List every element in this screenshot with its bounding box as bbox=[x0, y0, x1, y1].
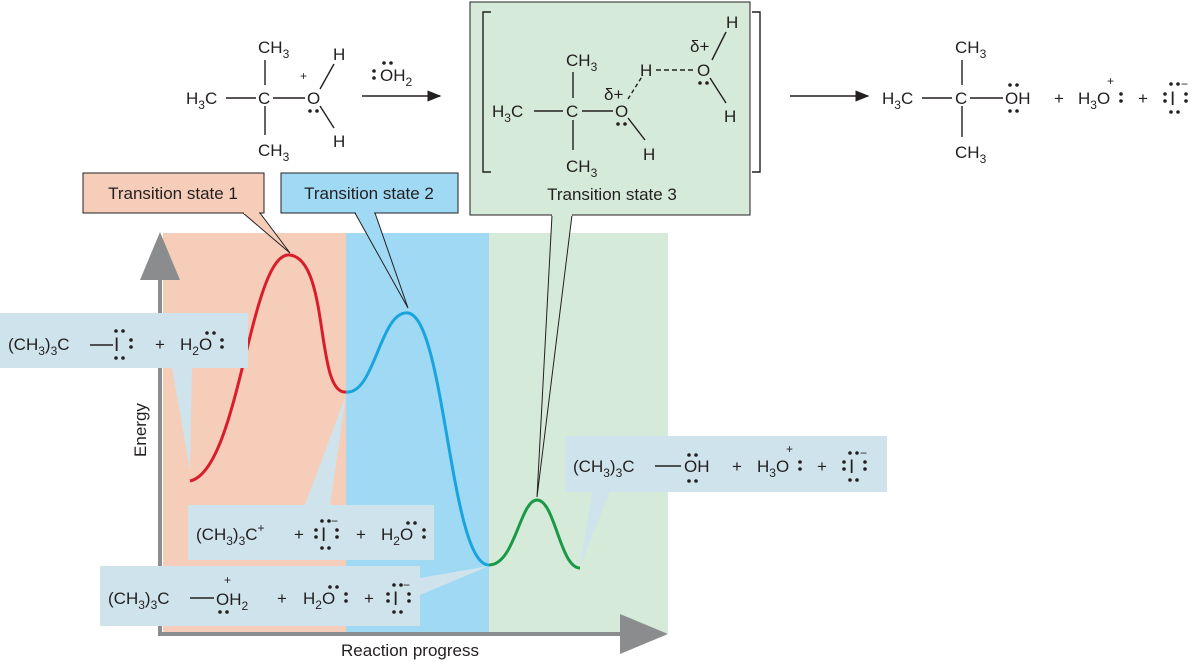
svg-text:δ+: δ+ bbox=[690, 37, 709, 56]
svg-text:+: + bbox=[300, 69, 307, 83]
svg-text:+: + bbox=[224, 573, 231, 587]
svg-text:CH3: CH3 bbox=[955, 143, 987, 166]
svg-text:H3C: H3C bbox=[492, 102, 523, 125]
svg-text:−: − bbox=[331, 514, 338, 528]
svg-text:I: I bbox=[1170, 89, 1175, 110]
scheme-oxonium-ion: CH3 H3C C CH3 + O H H bbox=[186, 38, 345, 164]
svg-text:+: + bbox=[1138, 89, 1148, 108]
oxonium-label: (CH3)3C OH2 + + H2O + I − bbox=[100, 566, 420, 626]
svg-text:H: H bbox=[643, 145, 655, 164]
svg-text:C: C bbox=[955, 89, 967, 108]
svg-text:OH2: OH2 bbox=[380, 66, 413, 89]
curve-step1 bbox=[189, 253, 347, 483]
svg-text:Transition state 1: Transition state 1 bbox=[108, 184, 238, 203]
svg-text:+: + bbox=[356, 525, 366, 544]
scheme-products: CH3 H3C C CH3 OH + H3O + + I − bbox=[882, 38, 1188, 166]
svg-text:H: H bbox=[640, 61, 652, 80]
svg-text:+: + bbox=[786, 442, 793, 456]
y-axis-label: Energy bbox=[131, 403, 150, 457]
svg-text:H: H bbox=[726, 13, 738, 32]
svg-text:(CH3)3C+: (CH3)3C+ bbox=[196, 521, 265, 548]
scheme-transition-state-3: CH3 H3C C CH3 δ+ O H H δ+ O H H Transiti… bbox=[482, 11, 761, 204]
svg-text:−: − bbox=[860, 446, 867, 460]
svg-text:+: + bbox=[155, 335, 165, 354]
svg-text:I: I bbox=[849, 457, 854, 478]
carbocation-label: (CH3)3C+ + I − + H2O bbox=[188, 505, 434, 560]
svg-text:CH3: CH3 bbox=[566, 157, 598, 180]
svg-text:I: I bbox=[114, 335, 119, 356]
svg-text:CH3: CH3 bbox=[955, 38, 987, 61]
svg-text:I: I bbox=[321, 525, 326, 546]
svg-text:H: H bbox=[724, 107, 736, 126]
svg-text:OH2: OH2 bbox=[216, 590, 249, 613]
svg-text:Transition state 3: Transition state 3 bbox=[547, 185, 677, 204]
x-axis-label: Reaction progress bbox=[341, 641, 479, 660]
svg-text:Transition state 2: Transition state 2 bbox=[304, 184, 434, 203]
reactant-label: (CH3)3C I + H2O bbox=[0, 313, 248, 368]
svg-text:CH3: CH3 bbox=[258, 141, 290, 164]
svg-text:OH: OH bbox=[1005, 89, 1031, 108]
svg-text:δ+: δ+ bbox=[604, 85, 623, 104]
svg-text:−: − bbox=[403, 578, 410, 592]
carbocation-pointer bbox=[305, 395, 346, 505]
curve-step3 bbox=[488, 498, 581, 570]
svg-text:C: C bbox=[258, 89, 270, 108]
svg-text:H3C: H3C bbox=[186, 89, 217, 112]
product-label: (CH3)3C OH + H3O + + I − bbox=[565, 436, 887, 492]
svg-text:H2O: H2O bbox=[381, 525, 413, 548]
svg-text:H: H bbox=[333, 45, 345, 64]
transition-state-1-label: Transition state 1 bbox=[82, 172, 265, 214]
svg-text:+: + bbox=[1107, 74, 1114, 88]
svg-text:+: + bbox=[817, 457, 827, 476]
svg-text:H2O: H2O bbox=[303, 589, 335, 612]
svg-text:H3C: H3C bbox=[882, 89, 913, 112]
svg-text:CH3: CH3 bbox=[566, 51, 598, 74]
svg-text:CH3: CH3 bbox=[258, 38, 290, 61]
svg-text:(CH3)3C: (CH3)3C bbox=[108, 589, 170, 612]
svg-text:I: I bbox=[393, 589, 398, 610]
product-pointer bbox=[580, 492, 610, 566]
svg-text:H3O: H3O bbox=[1078, 89, 1110, 112]
svg-text:(CH3)3C: (CH3)3C bbox=[8, 335, 70, 358]
svg-text:+: + bbox=[364, 589, 374, 608]
svg-text:(CH3)3C: (CH3)3C bbox=[573, 457, 635, 480]
svg-text:−: − bbox=[1181, 77, 1188, 91]
svg-text:C: C bbox=[566, 102, 578, 121]
scheme-water-reagent: OH2 bbox=[362, 61, 442, 102]
oxonium-pointer bbox=[420, 566, 489, 595]
step3-band bbox=[489, 233, 668, 633]
svg-text:+: + bbox=[732, 457, 742, 476]
svg-text:O: O bbox=[615, 102, 628, 121]
svg-text:H3O: H3O bbox=[757, 457, 789, 480]
transition-state-2-label: Transition state 2 bbox=[280, 172, 459, 214]
svg-text:+: + bbox=[277, 589, 287, 608]
svg-text:+: + bbox=[294, 525, 304, 544]
transition-state-3-callout bbox=[469, 1, 751, 498]
reactant-pointer bbox=[172, 368, 192, 470]
svg-text:+: + bbox=[1054, 89, 1064, 108]
svg-text:O: O bbox=[697, 61, 710, 80]
svg-text:H2O: H2O bbox=[180, 335, 212, 358]
svg-text:OH: OH bbox=[684, 457, 710, 476]
curve-step2 bbox=[345, 311, 490, 567]
svg-text:O: O bbox=[307, 89, 320, 108]
svg-text:H: H bbox=[333, 132, 345, 151]
